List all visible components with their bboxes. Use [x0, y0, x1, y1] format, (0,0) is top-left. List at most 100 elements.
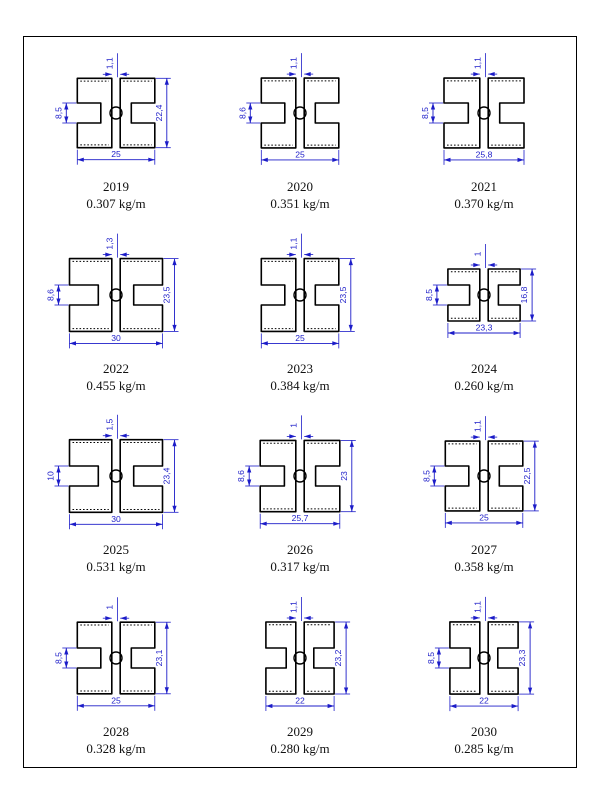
dimension-arrow — [64, 103, 69, 110]
dimension-arrow — [248, 103, 253, 110]
dimension-arrow — [530, 268, 535, 276]
dimension-arrow — [444, 158, 451, 163]
profile-outline-right — [119, 439, 164, 514]
dimension-label: 22 — [479, 695, 489, 705]
profile-outline-left — [260, 257, 297, 332]
dimension-arrow — [348, 324, 353, 332]
profile-weight: 0.317 kg/m — [270, 559, 330, 575]
dimension-arrow — [172, 439, 177, 447]
dimension-arrow — [105, 615, 112, 621]
profile-weight: 0.384 kg/m — [270, 377, 330, 393]
dimension-arrow — [304, 72, 311, 77]
dimension-arrow — [120, 72, 127, 77]
profile-cross-section: 25,81,18,5 — [420, 53, 525, 166]
dimension-arrow — [349, 505, 354, 512]
dimension-label: 23,4 — [162, 468, 172, 485]
screw-channel-icon — [293, 651, 307, 665]
profile-weight: 0.370 kg/m — [454, 196, 514, 212]
dimension-arrow — [156, 341, 163, 346]
dimension-label: 8,5 — [420, 107, 430, 119]
dimension-label: 1,1 — [473, 420, 483, 432]
dimension-label: 1,1 — [289, 601, 299, 613]
dimension-label: 22,5 — [522, 468, 532, 485]
profile-weight: 0.307 kg/m — [86, 196, 146, 212]
dimension-arrow — [434, 284, 439, 292]
profile-outline-left — [259, 439, 297, 513]
dimension-arrow — [513, 330, 521, 335]
dimension-label: 8,5 — [426, 652, 436, 664]
dimension-arrow — [473, 615, 480, 620]
screw-channel-icon — [293, 469, 307, 483]
dimension-arrow — [449, 703, 457, 708]
dimension-arrow — [304, 434, 311, 439]
dimension-arrow — [473, 435, 480, 440]
screw-channel-icon — [477, 651, 491, 665]
dimension-arrow — [248, 116, 253, 124]
profile-cross-section: 251,123,5 — [260, 233, 355, 349]
dimension-label: 8,6 — [237, 107, 247, 119]
dimension-label: 8,5 — [424, 289, 434, 301]
profile-code: 2024 — [471, 360, 497, 376]
profile-outline-right — [487, 77, 525, 149]
dimension-arrow — [332, 341, 339, 346]
dimension-label: 23,3 — [476, 322, 493, 332]
dimension-label: 8,6 — [236, 470, 246, 482]
screw-channel-icon — [293, 288, 307, 302]
dimension-arrow — [105, 72, 112, 77]
profile-code: 2030 — [471, 723, 497, 739]
dimension-arrow — [430, 116, 436, 124]
profile-code: 2023 — [287, 360, 313, 376]
screw-channel-icon — [477, 469, 491, 483]
dimension-arrow — [528, 687, 533, 694]
screw-channel-icon — [109, 106, 123, 120]
profile-outline-right — [487, 267, 521, 322]
dimension-arrow — [304, 615, 311, 620]
dimension-label: 1 — [473, 251, 483, 256]
screw-channel-icon — [293, 106, 307, 120]
dimension-arrow — [77, 157, 84, 163]
dimension-arrow — [511, 703, 519, 708]
profile-weight: 0.260 kg/m — [454, 377, 514, 393]
dimension-arrow — [64, 647, 69, 655]
dimension-arrow — [432, 479, 437, 487]
dimension-arrow — [156, 522, 163, 527]
profile-outline-right — [119, 257, 164, 332]
dimension-label: 23,2 — [333, 649, 343, 666]
dimension-label: 1 — [289, 423, 299, 428]
profile-outline-left — [260, 77, 297, 149]
dimension-arrow — [289, 615, 296, 620]
dimension-label: 25 — [111, 149, 121, 159]
screw-channel-icon — [477, 288, 491, 302]
dimension-arrow — [56, 298, 61, 305]
dimension-arrow — [488, 615, 495, 620]
profile-cross-section: 221,123,2 — [265, 596, 351, 711]
profile-outline-left — [76, 621, 113, 695]
dimension-arrow — [172, 324, 177, 332]
profile-cross-section: 251,18,6 — [237, 53, 340, 166]
dimension-label: 25 — [479, 513, 489, 523]
dimension-arrow — [64, 116, 69, 124]
dimension-label: 8,5 — [53, 107, 63, 119]
profile-code: 2029 — [287, 723, 313, 739]
dimension-label: 1 — [105, 604, 115, 609]
profile-weight: 0.455 kg/m — [86, 377, 146, 393]
profile-outline-right — [487, 440, 524, 512]
dimension-label: 1,1 — [473, 600, 483, 612]
profile-outline-left — [76, 77, 113, 149]
profile-weight: 0.531 kg/m — [86, 559, 146, 575]
screw-channel-icon — [109, 469, 123, 483]
dimension-arrow — [247, 479, 252, 487]
